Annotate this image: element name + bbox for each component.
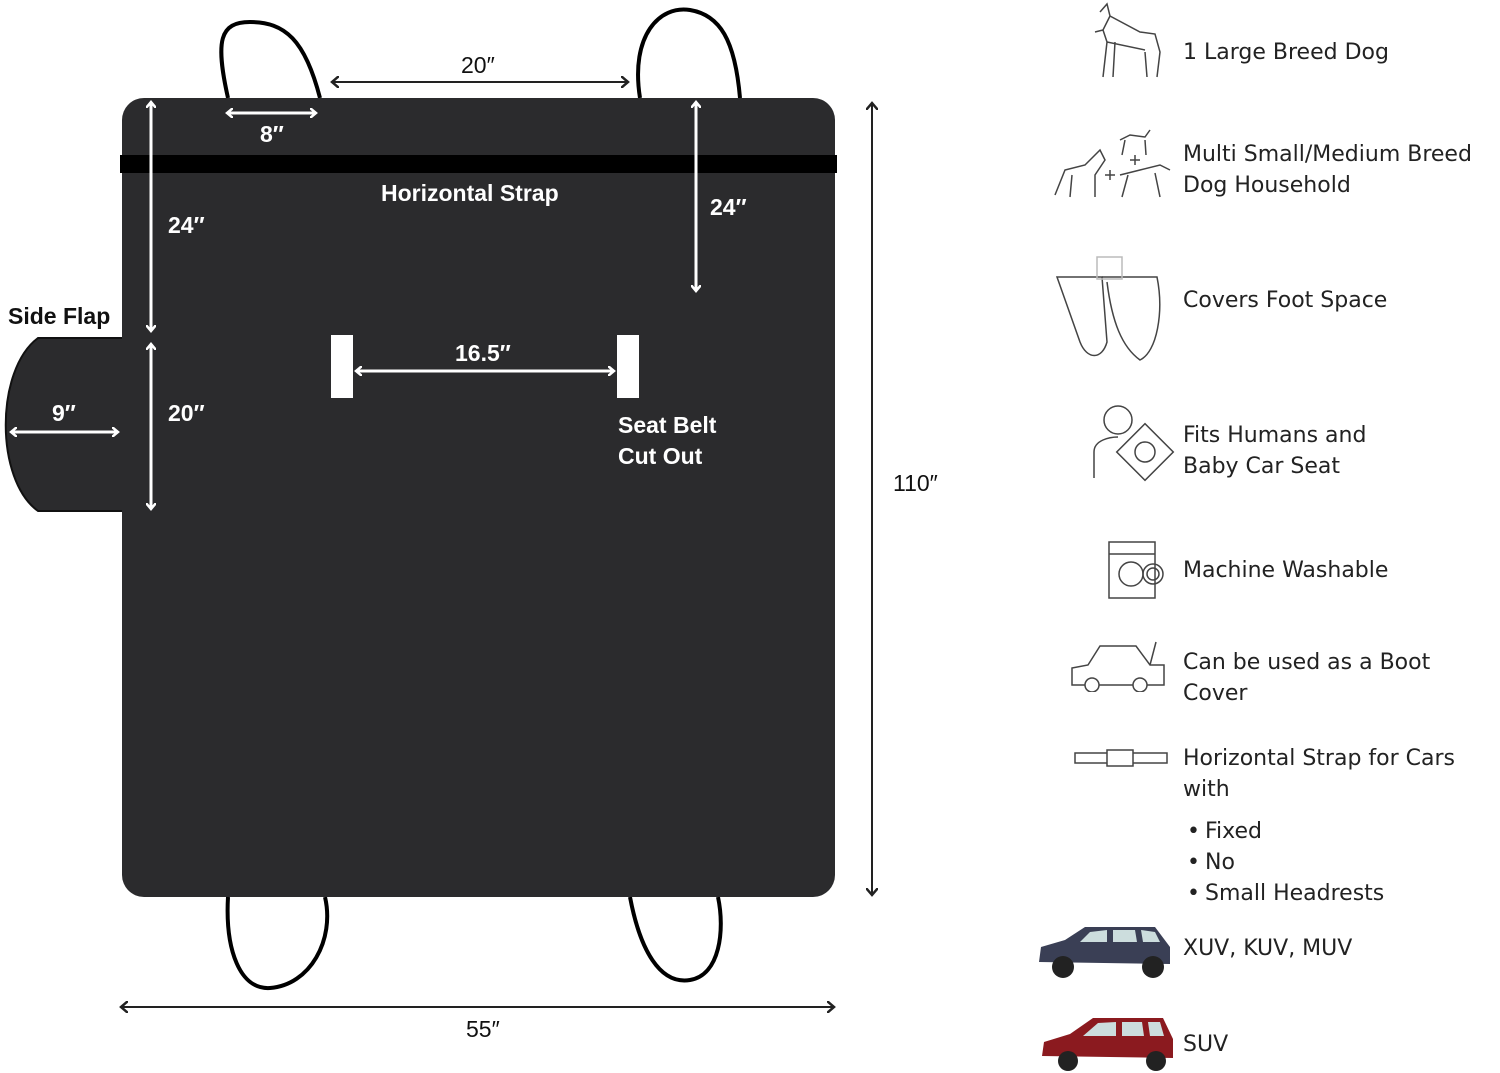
side-flap-label: Side Flap (8, 303, 111, 329)
bullet-item: Small Headrests (1183, 878, 1500, 909)
car-boot-icon (1071, 641, 1165, 692)
suv-car-icon (1042, 1018, 1173, 1071)
bottom-right-handle (628, 896, 723, 983)
bullet-item: Fixed (1183, 816, 1500, 847)
bottom-left-handle (225, 896, 330, 991)
multi-dog-icon (1054, 129, 1171, 198)
seat-belt-label-line2: Cut Out (618, 443, 703, 469)
height-dimension: 110″ (893, 470, 938, 496)
bullet-item: No (1183, 847, 1500, 878)
feature-line: Multi Small/Medium Breed (1183, 142, 1472, 167)
width-dimension: 55″ (466, 1016, 500, 1042)
human-baby-seat-icon (1093, 405, 1175, 482)
headrest-list: Fixed No Small Headrests (1183, 816, 1500, 909)
seat-belt-cutout-left (331, 335, 353, 398)
feature-line: Fits Humans and (1183, 423, 1367, 448)
feature-washable: Machine Washable (1183, 558, 1389, 583)
side-flap (4, 337, 126, 512)
top-gap-dimension: 20″ (461, 52, 495, 78)
feature-boot-cover: Can be used as a Boot Cover (1183, 650, 1431, 706)
outer-dimension-arrows (122, 82, 872, 1007)
large-dog-icon (1094, 2, 1161, 78)
belt-gap-dimension: 16.5″ (455, 340, 511, 366)
feature-xuv: XUV, KUV, MUV (1183, 936, 1353, 961)
dimension-arrows (12, 103, 696, 508)
feature-large-dog: 1 Large Breed Dog (1183, 40, 1389, 65)
seat-cover-mat (122, 98, 835, 897)
right-upper-dimension: 24″ (710, 194, 747, 220)
top-left-handle (219, 19, 322, 99)
seat-belt-label-line1: Seat Belt (618, 412, 717, 438)
feature-line: Horizontal Strap for Cars with (1183, 746, 1455, 802)
handle-width-dimension: 8″ (260, 121, 284, 147)
left-lower-dimension: 20″ (168, 400, 205, 426)
feature-line: Dog Household (1183, 173, 1351, 198)
seat-belt-cutout-right (617, 335, 639, 398)
horizontal-strap-label: Horizontal Strap (381, 180, 559, 206)
feature-foot-space: Covers Foot Space (1183, 288, 1388, 313)
washing-machine-icon (1108, 541, 1164, 599)
horizontal-strap (120, 155, 837, 173)
feature-line: Baby Car Seat (1183, 454, 1341, 479)
seat-cover-diagram (4, 7, 1040, 1073)
top-right-handle (636, 7, 742, 99)
feature-strap: Horizontal Strap for Cars with Fixed No … (1183, 743, 1500, 909)
xuv-car-icon (1039, 927, 1170, 978)
feature-suv: SUV (1183, 1032, 1229, 1057)
left-upper-dimension: 24″ (168, 212, 205, 238)
strap-icon (1074, 749, 1168, 767)
flap-width-dimension: 9″ (52, 400, 76, 426)
foot-space-icon (1055, 256, 1161, 361)
